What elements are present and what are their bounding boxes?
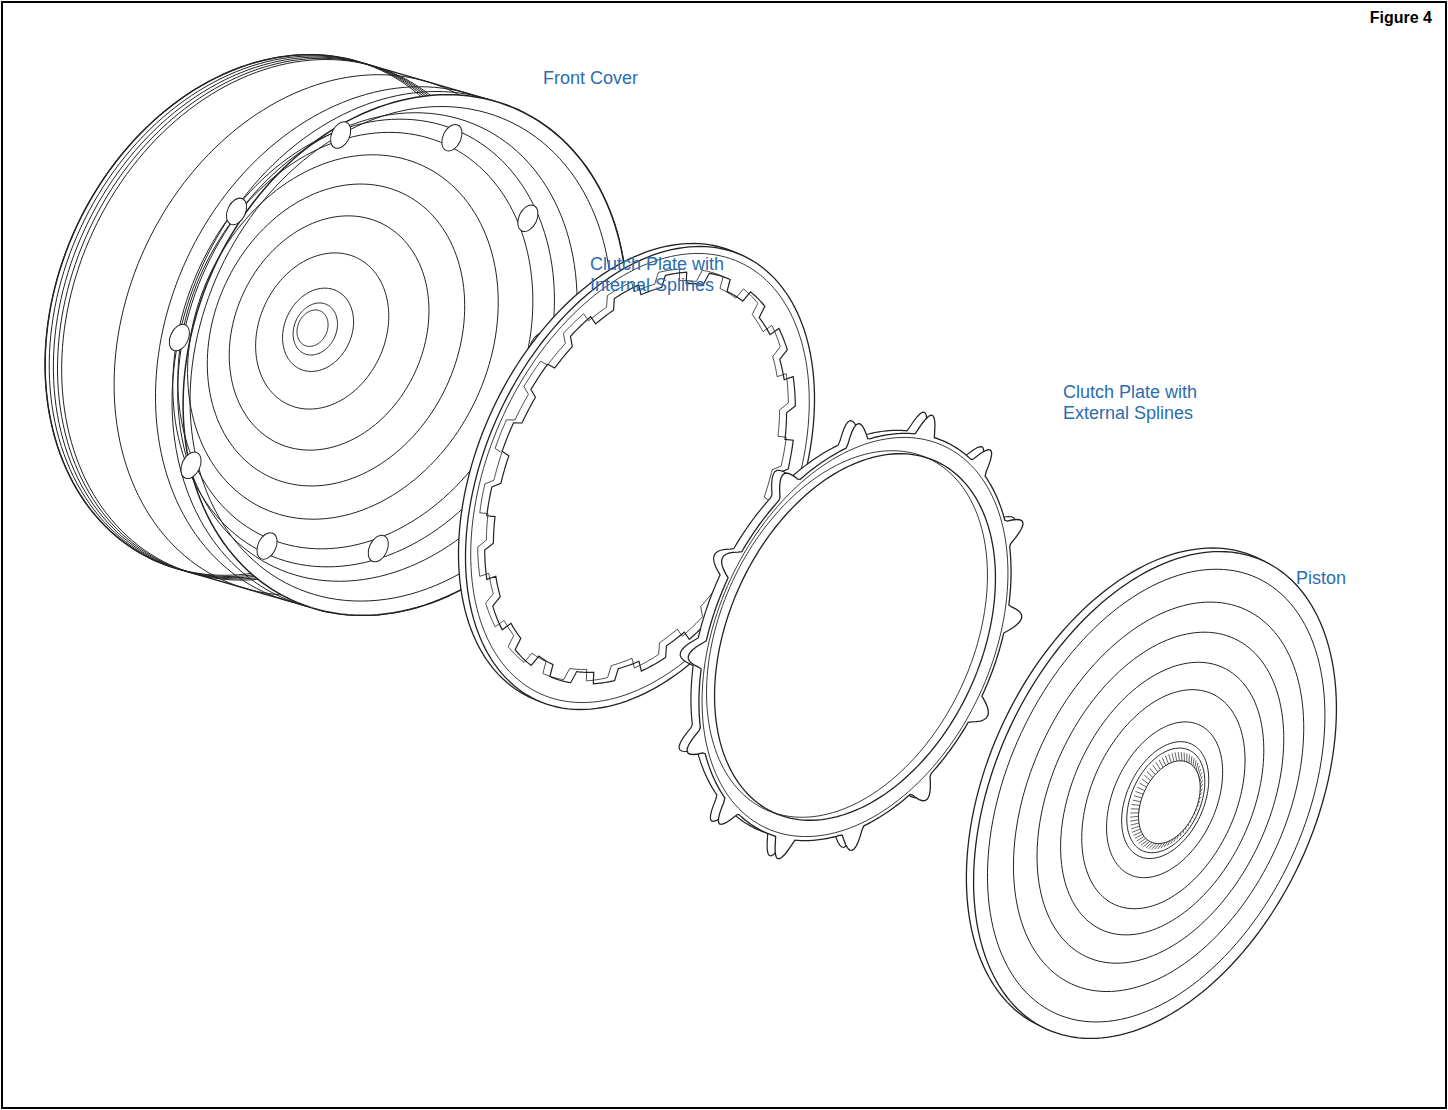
cover-lug xyxy=(327,119,355,152)
plate-inner-edge xyxy=(715,454,996,821)
piston-ring xyxy=(1107,722,1223,878)
plate-inner-back xyxy=(707,451,988,818)
cover-lug xyxy=(514,202,542,235)
part-name: Clutch Plate with Internal Splines xyxy=(590,254,750,295)
external-spline-plate xyxy=(679,412,1023,859)
cover-lug xyxy=(177,449,205,482)
cover-inner-ring xyxy=(297,310,328,346)
plate-face-ring xyxy=(702,437,1008,836)
piston-ring xyxy=(1037,632,1284,963)
piston-hub-bore xyxy=(1139,761,1201,844)
cover-inner-ring xyxy=(256,253,389,409)
piston-ring xyxy=(1082,690,1245,909)
cover-inner-ring xyxy=(207,184,464,486)
cover-inner-ring xyxy=(188,155,499,519)
piston-rim xyxy=(974,552,1337,1039)
hub-splines xyxy=(1130,752,1203,849)
cover-lug xyxy=(253,529,281,562)
part-name: Piston xyxy=(1296,568,1346,589)
part-name: Front Cover xyxy=(543,68,638,89)
cover-lug xyxy=(222,195,250,228)
piston-ring xyxy=(1061,662,1264,935)
figure-number: Figure 4 xyxy=(1370,9,1432,27)
cover-inner-ring xyxy=(229,216,429,450)
cover-lug xyxy=(165,321,193,354)
cover-inner-ring xyxy=(283,288,354,371)
part-name: Clutch Plate with External Splines xyxy=(1063,382,1223,423)
cover-lug xyxy=(364,532,392,565)
cover-lug xyxy=(438,121,466,154)
piston-ring xyxy=(987,569,1324,1022)
cover-inner-ring xyxy=(293,303,337,355)
piston-ring xyxy=(1013,602,1303,991)
external-tabs xyxy=(687,415,1023,859)
piston-drawing xyxy=(966,548,1336,1038)
piston-ring xyxy=(1127,748,1205,853)
piston-ring xyxy=(1122,742,1209,859)
